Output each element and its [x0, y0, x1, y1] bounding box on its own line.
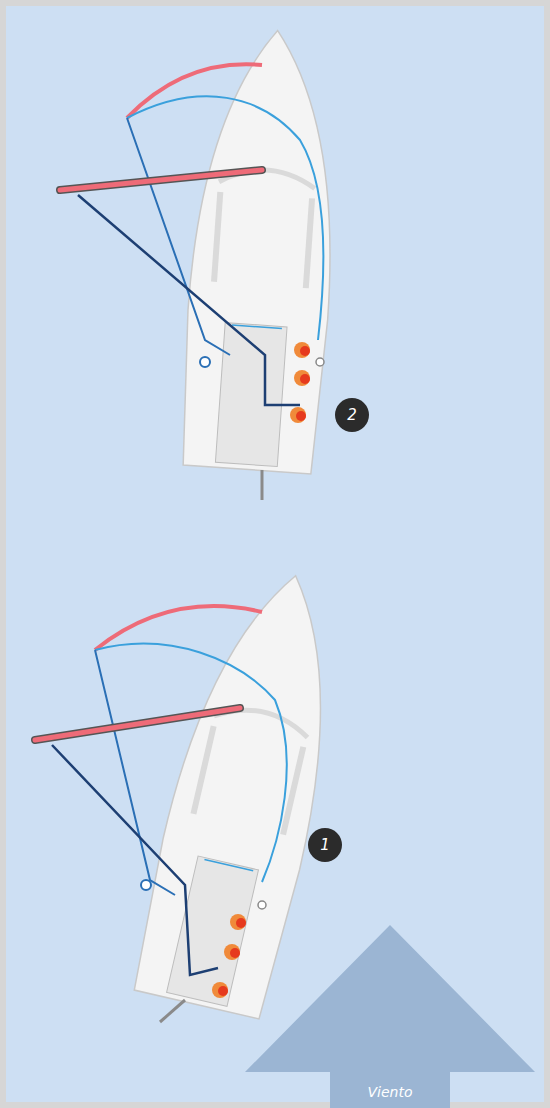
callout-number: 2: [347, 408, 357, 423]
block: [316, 358, 324, 366]
guy: [95, 650, 175, 895]
tiller: [261, 470, 264, 500]
spinnaker: [95, 606, 262, 650]
sheet: [95, 644, 287, 882]
wind-arrow: Viento: [245, 925, 535, 1108]
spinnaker-pole: [60, 170, 262, 190]
boat-hull: [177, 26, 347, 475]
callout-number: 1: [308, 828, 342, 862]
spinnaker-pole: [35, 708, 240, 740]
boat-hull: [128, 560, 363, 1020]
guy: [78, 195, 300, 405]
callout-number: 1: [320, 838, 330, 853]
sheet: [127, 96, 323, 340]
winch: [218, 918, 246, 996]
winch: [212, 914, 246, 998]
arrow-shape: [245, 925, 535, 1108]
guy: [52, 745, 218, 975]
winch: [290, 342, 310, 423]
spinnaker-pole: [35, 708, 240, 740]
winch: [296, 346, 310, 421]
callout-number: 2: [335, 398, 369, 432]
arrow-shape: [245, 925, 535, 1108]
tiller: [160, 1000, 185, 1022]
block: [200, 357, 210, 367]
block: [258, 901, 266, 909]
guy: [127, 118, 230, 355]
block: [141, 880, 151, 890]
spinnaker: [127, 64, 262, 118]
spinnaker-pole: [60, 170, 262, 190]
wind-label: Viento: [245, 1084, 535, 1100]
